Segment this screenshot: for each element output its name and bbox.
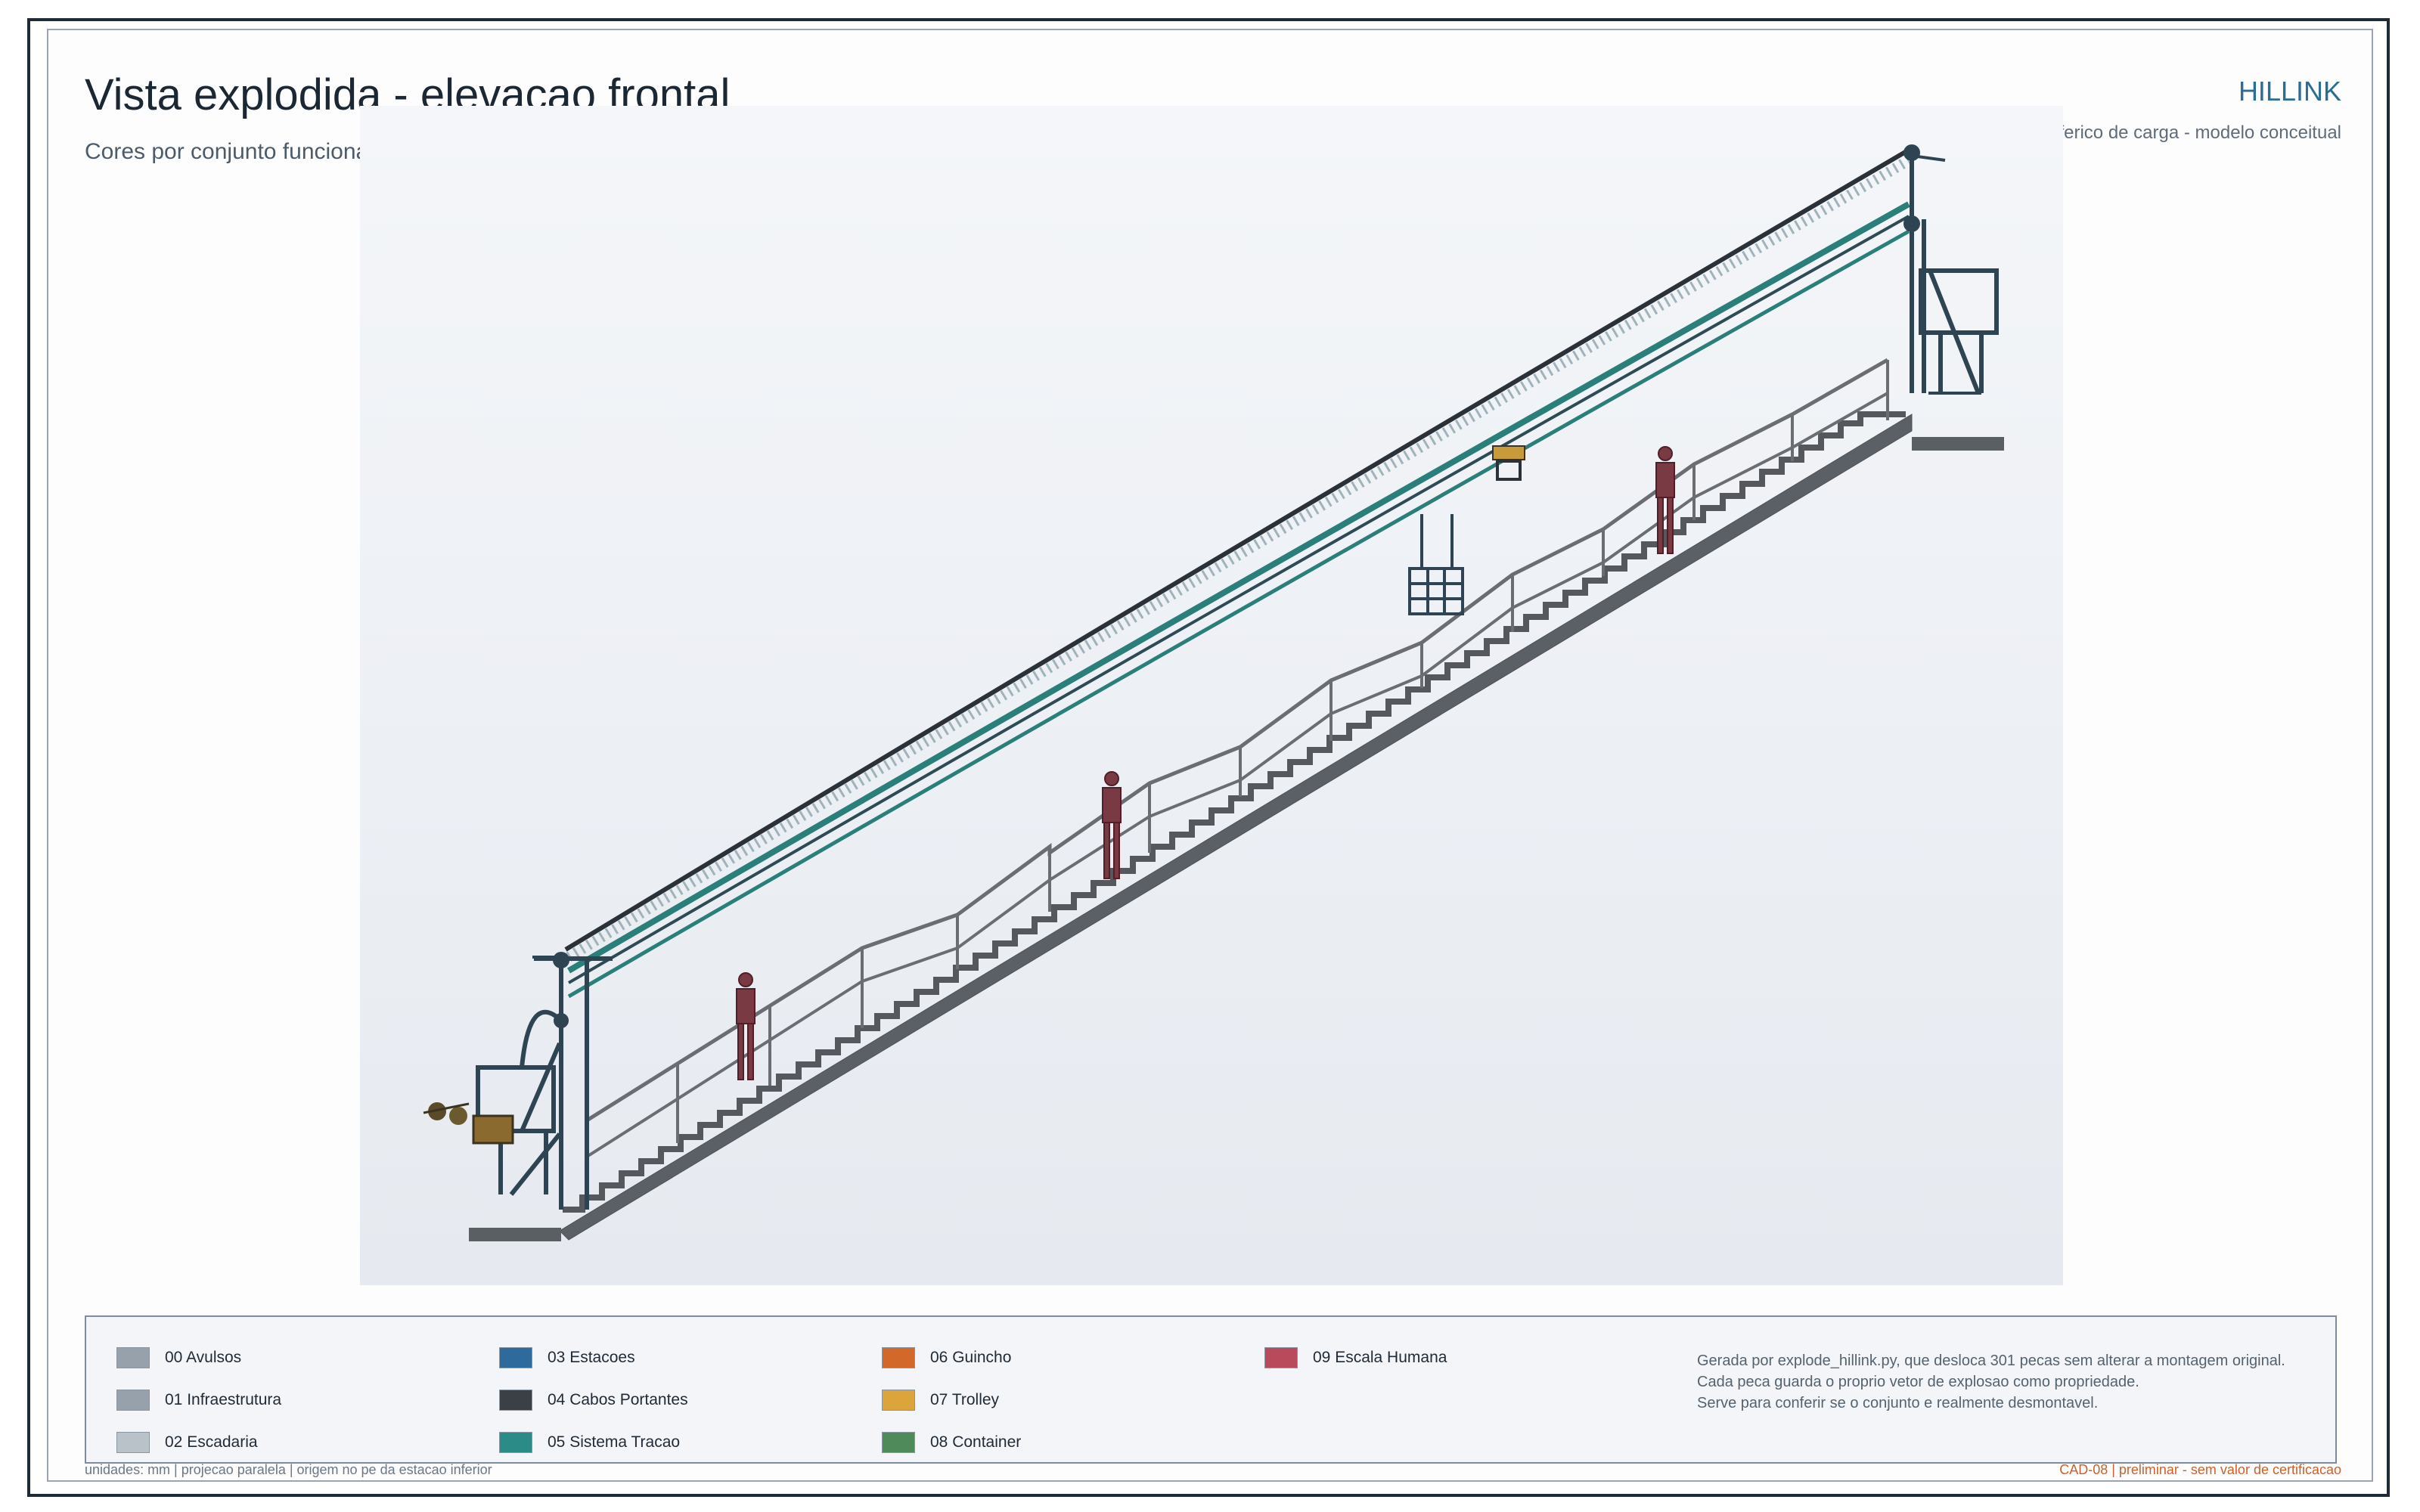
legend-label: 04 Cabos Portantes [548, 1391, 688, 1408]
upper-station [1903, 144, 1999, 395]
traction-cable-3 [567, 229, 1910, 999]
legend-label: 00 Avulsos [165, 1349, 242, 1366]
legend-item: 07 Trolley [882, 1388, 999, 1412]
winch-assembly [423, 1102, 514, 1145]
legend-swatch [116, 1347, 150, 1368]
brand-subtitle: teleferico de carga - modelo conceitual [2029, 122, 2341, 143]
lower-station [476, 952, 613, 1210]
legend-item: 08 Container [882, 1430, 1021, 1455]
legend-item: 09 Escala Humana [1264, 1346, 1447, 1370]
container [1408, 567, 1464, 615]
legend-label: 01 Infraestrutura [165, 1391, 282, 1408]
human-figures [736, 446, 1675, 1080]
exploded-elevation-drawing [360, 106, 2063, 1285]
footer-units: unidades: mm | projecao paralela | orige… [85, 1462, 492, 1477]
human-figure-1 [736, 972, 755, 1080]
legend-panel: 00 Avulsos 01 Infraestrutura 02 Escadari… [85, 1315, 2337, 1464]
legend-label: 09 Escala Humana [1313, 1349, 1447, 1366]
legend-label: 06 Guincho [930, 1349, 1012, 1366]
legend-note-line: Cada peca guarda o proprio vetor de expl… [1697, 1374, 2139, 1390]
legend-label: 02 Escadaria [165, 1433, 258, 1451]
footer-status: CAD-08 | preliminar - sem valor de certi… [2059, 1462, 2341, 1477]
upper-base-plate [1912, 437, 2004, 451]
carrying-cable-top [564, 146, 1913, 952]
human-figure-3 [1655, 446, 1675, 554]
legend-item: 06 Guincho [882, 1346, 1011, 1370]
legend-swatch [882, 1347, 915, 1368]
carrying-cable-ladder [566, 155, 1912, 962]
sheet-outer-frame [27, 18, 2390, 1497]
traction-cable-2 [567, 215, 1910, 984]
legend-swatch [1264, 1347, 1298, 1368]
legend-item: 05 Sistema Tracao [499, 1430, 680, 1455]
cable-system [564, 146, 1913, 999]
traction-cable-1 [566, 201, 1910, 974]
legend-label: 03 Estacoes [548, 1349, 635, 1366]
handrail-top [585, 358, 1889, 1123]
legend-label: 08 Container [930, 1433, 1022, 1451]
legend-swatch [882, 1432, 915, 1453]
lower-base-plate [469, 1228, 561, 1241]
legend-note: Gerada por explode_hillink.py, que deslo… [1697, 1350, 2285, 1414]
legend-item: 03 Estacoes [499, 1346, 635, 1370]
legend-swatch [499, 1432, 532, 1453]
brand-name: HILLINK [2238, 76, 2341, 107]
legend-label: 05 Sistema Tracao [548, 1433, 681, 1451]
legend-swatch [882, 1390, 915, 1411]
legend-swatch [116, 1432, 150, 1453]
human-figure-2 [1102, 771, 1122, 879]
trolley [1420, 445, 1525, 567]
legend-item: 00 Avulsos [116, 1346, 241, 1370]
legend-swatch [499, 1390, 532, 1411]
legend-note-line: Serve para conferir se o conjunto e real… [1697, 1395, 2099, 1411]
legend-item: 02 Escadaria [116, 1430, 258, 1455]
legend-swatch [499, 1347, 532, 1368]
legend-item: 01 Infraestrutura [116, 1388, 281, 1412]
legend-label: 07 Trolley [930, 1391, 1000, 1408]
stair-stringer [559, 414, 1913, 1241]
legend-swatch [116, 1390, 150, 1411]
legend-item: 04 Cabos Portantes [499, 1388, 688, 1412]
legend-note-line: Gerada por explode_hillink.py, que deslo… [1697, 1352, 2285, 1369]
drawing-background [360, 106, 2063, 1285]
